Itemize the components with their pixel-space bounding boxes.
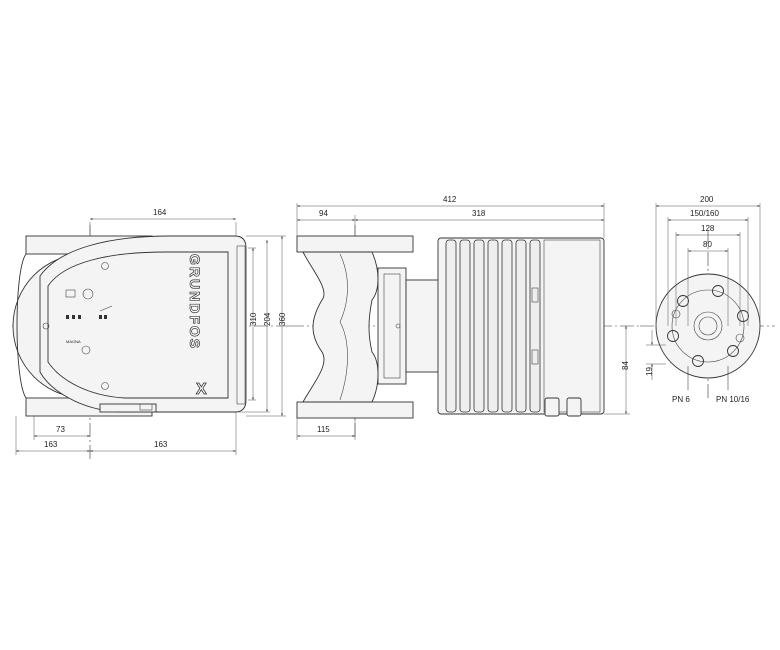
side-casing bbox=[302, 251, 379, 403]
front-screw-top bbox=[101, 262, 109, 270]
front-pipe-left bbox=[16, 253, 27, 399]
flange-bolt-circle bbox=[671, 289, 745, 363]
front-terminal-box bbox=[99, 403, 157, 413]
dim-164: 164 bbox=[153, 208, 167, 217]
side-clip-bottom bbox=[531, 349, 539, 365]
front-control-housing bbox=[39, 235, 247, 413]
dim-115: 115 bbox=[317, 425, 330, 434]
side-bottom-flange bbox=[296, 401, 414, 419]
dim-360: 360 bbox=[278, 312, 287, 326]
side-cable-gland-2 bbox=[566, 397, 582, 417]
flange-bore-outer bbox=[693, 311, 723, 341]
flange-view: 200 150/160 128 80 19 PN 6 PN 10/16 bbox=[640, 195, 775, 404]
dim-80: 80 bbox=[703, 240, 712, 249]
side-shaft-point bbox=[395, 323, 401, 329]
dim-84: 84 bbox=[621, 361, 630, 370]
side-view: 412 94 318 115 84 bbox=[290, 195, 640, 440]
side-cooling-fins bbox=[445, 239, 541, 413]
front-side-strip bbox=[236, 245, 246, 405]
dim-73: 73 bbox=[56, 425, 65, 434]
side-top-flange bbox=[296, 235, 414, 253]
flange-bore-inner bbox=[698, 316, 718, 336]
dim-204: 204 bbox=[263, 312, 272, 326]
side-cable-gland-1 bbox=[544, 397, 560, 417]
front-view: MAGNA GRUNDFOS X 164 310 204 360 73 bbox=[12, 208, 292, 460]
dim-200: 200 bbox=[700, 195, 714, 204]
pn10-16-label: PN 10/16 bbox=[716, 395, 750, 404]
dim-412: 412 bbox=[443, 195, 457, 204]
front-selector-icon bbox=[81, 345, 91, 355]
dim-19: 19 bbox=[645, 367, 654, 376]
brand-x-mark: X bbox=[196, 381, 207, 398]
front-screw-left bbox=[42, 322, 50, 330]
front-mode-label: MAGNA bbox=[66, 339, 81, 344]
brand-logo: GRUNDFOS bbox=[187, 254, 203, 350]
flange-bolt-holes bbox=[667, 285, 749, 367]
dim-318: 318 bbox=[472, 209, 486, 218]
side-adapter bbox=[377, 267, 407, 385]
dim-163-right: 163 bbox=[154, 440, 168, 449]
flange-outer bbox=[655, 273, 761, 379]
front-cable-gland bbox=[139, 403, 153, 411]
dim-150-160: 150/160 bbox=[690, 209, 719, 218]
dim-163-left: 163 bbox=[44, 440, 58, 449]
front-indicator bbox=[65, 289, 76, 298]
front-led-row bbox=[66, 305, 113, 319]
side-clip-top bbox=[531, 287, 539, 303]
pn6-label: PN 6 bbox=[672, 395, 690, 404]
dim-128: 128 bbox=[701, 224, 715, 233]
front-screw-bottom bbox=[101, 382, 109, 390]
front-panel-outline bbox=[47, 251, 229, 399]
front-button-icon bbox=[82, 288, 94, 300]
dim-94: 94 bbox=[319, 209, 328, 218]
side-stator-tube bbox=[405, 279, 441, 373]
side-casing-inner bbox=[339, 253, 348, 401]
dim-310: 310 bbox=[249, 312, 258, 326]
